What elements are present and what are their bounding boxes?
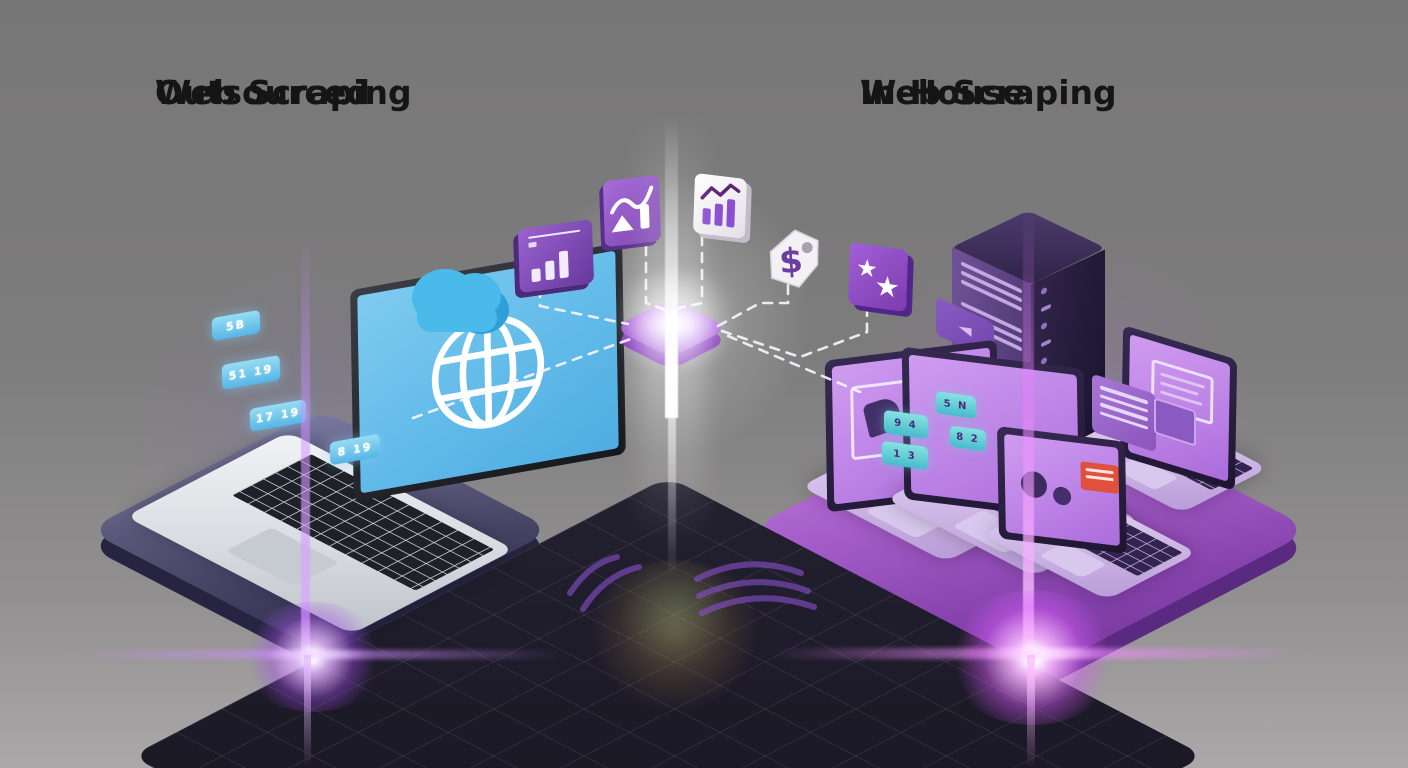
title-line: Web Scraping	[860, 73, 1117, 112]
lens-streak-right	[770, 648, 1310, 659]
trend-chart-icon	[602, 174, 662, 248]
title-line: In-House	[860, 73, 1026, 112]
price-tag-icon: $	[757, 223, 825, 293]
beam-drop-right	[1027, 655, 1035, 768]
pad-glow	[600, 272, 750, 367]
light-beam-right	[1023, 205, 1034, 660]
title-line: Outsourced	[155, 73, 370, 112]
star-icon: ★	[874, 268, 901, 305]
light-beam-center-lower	[668, 348, 676, 578]
rating-stars-icon: ★ ★	[847, 242, 909, 312]
analytics-chart-icon	[692, 172, 748, 240]
dollar-glyph: $	[778, 241, 804, 283]
lens-streak-left	[65, 650, 565, 659]
beam-drop-left	[304, 655, 311, 768]
light-beam-left	[301, 232, 310, 660]
cloud-icon	[412, 269, 509, 334]
bar-chart-icon	[517, 218, 595, 294]
title-line: Web Scraping	[155, 73, 412, 112]
signal-arcs	[567, 554, 817, 616]
